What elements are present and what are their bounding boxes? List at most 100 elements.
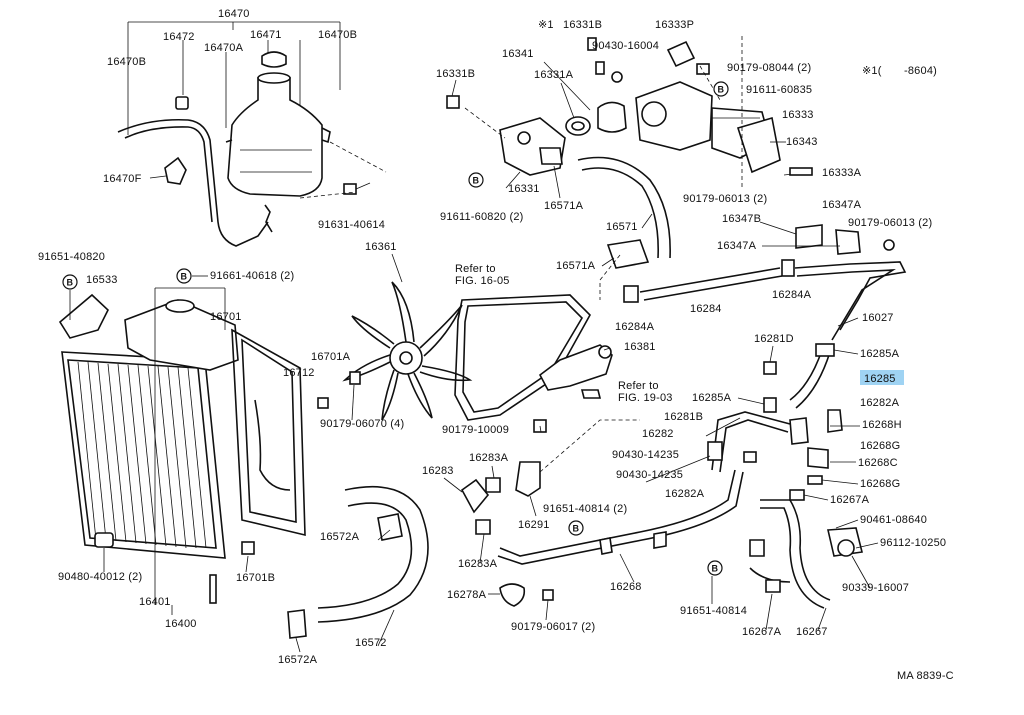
part-label: 16571 xyxy=(606,221,638,233)
part-label: 16571A xyxy=(544,200,584,212)
part-label: 16268H xyxy=(862,419,902,431)
part-label: 16283 xyxy=(422,465,454,477)
part-label: 16361 xyxy=(365,241,397,253)
part-label: 16284A xyxy=(772,289,812,301)
fan-and-belt xyxy=(342,281,613,433)
b-markers: B B B B B B xyxy=(62,81,729,576)
part-label: Refer to xyxy=(618,380,659,392)
part-label: 16712 xyxy=(283,367,315,379)
part-label: 90179-06070 (4) xyxy=(320,418,404,430)
part-label: 16291 xyxy=(518,519,550,531)
part-label: 16572A xyxy=(278,654,318,666)
reservoir-tank-assembly xyxy=(117,21,387,247)
lower-radiator-hose xyxy=(287,485,429,639)
part-label: 91651-40814 (2) xyxy=(543,503,627,515)
part-label: 16343 xyxy=(786,136,818,148)
part-label: 16471 xyxy=(250,29,282,41)
svg-text:B: B xyxy=(718,85,725,95)
svg-text:B: B xyxy=(473,176,480,186)
svg-text:B: B xyxy=(67,278,74,288)
part-label: 16347B xyxy=(722,213,761,225)
part-label: 90179-10009 xyxy=(442,424,509,436)
part-label: 16347A xyxy=(717,240,757,252)
part-label: 90430-14235 xyxy=(616,469,683,481)
part-label: Refer to xyxy=(455,263,496,275)
bypass-hoses-and-pipes xyxy=(460,224,907,609)
part-label: 16331B xyxy=(436,68,475,80)
part-label: 16572 xyxy=(355,637,387,649)
part-label: 16268C xyxy=(858,457,898,469)
part-label: 90179-06017 (2) xyxy=(511,621,595,633)
part-label: 16333 xyxy=(782,109,814,121)
part-label: 16572A xyxy=(320,531,360,543)
leader-lines xyxy=(69,61,879,653)
part-label: 16331B xyxy=(563,19,602,31)
b-marker: B xyxy=(62,274,78,290)
part-label: 16470B xyxy=(107,56,146,68)
part-label: 16470B xyxy=(318,29,357,41)
part-label: 16268 xyxy=(610,581,642,593)
part-label: 16331 xyxy=(508,183,540,195)
part-label: 91611-60820 (2) xyxy=(440,211,524,223)
part-label: 16347A xyxy=(822,199,862,211)
part-label: 16267A xyxy=(742,626,782,638)
radiator-assembly xyxy=(58,287,329,615)
part-label: 16533 xyxy=(86,274,118,286)
highlighted-part-label: 16285 xyxy=(864,373,896,385)
part-label: 16401 xyxy=(139,596,171,608)
part-label: 96112-10250 xyxy=(880,537,946,549)
part-label: 91651-40814 xyxy=(680,605,747,617)
part-label: ※1 xyxy=(538,19,554,31)
part-label: 90339-16007 xyxy=(842,582,909,594)
highlight-box xyxy=(860,370,904,385)
part-label: 90179-06013 (2) xyxy=(848,217,932,229)
part-label: 16278A xyxy=(447,589,487,601)
part-label: 90480-40012 (2) xyxy=(58,571,142,583)
svg-text:B: B xyxy=(712,564,719,574)
part-label: 16267A xyxy=(830,494,870,506)
b-marker: B xyxy=(713,81,729,97)
part-label: 91631-40614 xyxy=(318,219,385,231)
part-label: 16470F xyxy=(103,173,142,185)
part-label: 16267 xyxy=(796,626,828,638)
part-label: 91611-60835 xyxy=(746,84,812,96)
note-label: ※1( -8604) xyxy=(862,65,937,77)
part-label: 16284A xyxy=(615,321,655,333)
b-marker: B xyxy=(468,172,484,188)
part-label: 16282 xyxy=(642,428,674,440)
part-label: FIG. 16-05 xyxy=(455,275,510,287)
part-label: 16470A xyxy=(204,42,244,54)
part-label: 16571A xyxy=(556,260,596,272)
part-label: FIG. 19-03 xyxy=(618,392,673,404)
part-label: 16027 xyxy=(862,312,894,324)
part-label: 91651-40820 xyxy=(38,251,105,263)
part-label: 90461-08640 xyxy=(860,514,927,526)
svg-text:B: B xyxy=(573,524,580,534)
part-label: 90430-14235 xyxy=(612,449,679,461)
part-label: 16333P xyxy=(655,19,694,31)
diagram-code: MA 8839-C xyxy=(897,670,954,682)
part-label: 16283A xyxy=(469,452,509,464)
part-labels: 16470 16472 16471 16470A 16470B 16470B 1… xyxy=(38,8,954,682)
b-marker: B xyxy=(176,268,192,284)
water-outlet-assembly xyxy=(446,36,813,269)
part-label: 16284 xyxy=(690,303,722,315)
part-label: 16381 xyxy=(624,341,656,353)
part-label: 91661-40618 (2) xyxy=(210,270,294,282)
part-label: 16701A xyxy=(311,351,351,363)
svg-text:B: B xyxy=(181,272,188,282)
part-label: 16283A xyxy=(458,558,498,570)
part-label: 16268G xyxy=(860,478,900,490)
part-label: 16701B xyxy=(236,572,275,584)
part-label: 16472 xyxy=(163,31,195,43)
part-label: 16282A xyxy=(665,488,705,500)
part-label: 16282A xyxy=(860,397,900,409)
part-label: 16285A xyxy=(860,348,900,360)
part-label: 16331A xyxy=(534,69,574,81)
part-label: 16701 xyxy=(210,311,242,323)
part-label: 90430-16004 xyxy=(592,40,659,52)
b-marker: B xyxy=(568,520,584,536)
part-label: 16281B xyxy=(664,411,703,423)
part-label: 16281D xyxy=(754,333,794,345)
